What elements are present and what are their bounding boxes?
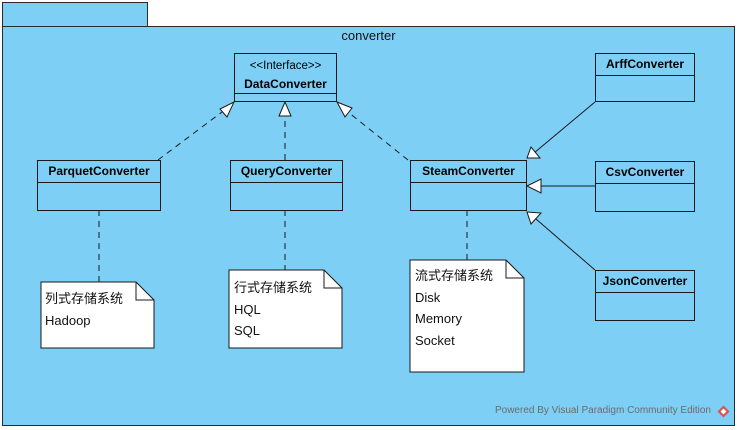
note-line: 流式存储系统 xyxy=(415,268,494,283)
realization-arrowhead-steam xyxy=(335,101,353,118)
class-name: JsonConverter xyxy=(596,271,694,293)
note-stream xyxy=(409,259,525,373)
generalization-arrowhead-json xyxy=(526,211,543,225)
interface-stereotype: <<Interface>> xyxy=(249,60,322,72)
class-name: ParquetConverter xyxy=(38,161,160,183)
note-line: 列式存储系统 xyxy=(45,291,124,306)
note-stream-fold xyxy=(505,260,524,279)
class-name: CsvConverter xyxy=(596,162,694,184)
class-csvconverter[interactable]: CsvConverter xyxy=(595,161,695,212)
realization-arrowhead-parquet xyxy=(219,100,236,118)
class-steamconverter[interactable]: SteamConverter xyxy=(410,160,527,211)
class-name: ArffConverter xyxy=(596,54,694,76)
note-row-fold xyxy=(323,270,342,289)
note-row-text: 行式存储系统 HQL SQL xyxy=(234,277,312,342)
generalization-arrowhead-csv xyxy=(525,178,542,194)
class-parquetconverter[interactable]: ParquetConverter xyxy=(37,160,161,211)
note-line: Memory xyxy=(415,311,462,326)
interface-dataconverter[interactable]: <<Interface>> DataConverter xyxy=(234,53,337,102)
class-queryconverter[interactable]: QueryConverter xyxy=(230,160,343,211)
realization-parquet xyxy=(157,111,223,161)
generalization-json xyxy=(535,218,596,271)
note-line: 行式存储系统 xyxy=(234,280,313,295)
visual-paradigm-logo-icon xyxy=(717,405,730,418)
note-columnar-text: 列式存储系统 Hadoop xyxy=(45,288,123,331)
generalization-arff xyxy=(533,101,596,154)
note-line: Hadoop xyxy=(45,312,91,328)
powered-by-text: Powered By Visual Paradigm Community Edi… xyxy=(494,405,711,416)
note-row xyxy=(228,269,343,349)
note-line: SQL xyxy=(234,323,261,338)
generalization-arrowhead-arff xyxy=(526,146,542,159)
class-name: QueryConverter xyxy=(231,161,342,183)
note-line: Disk xyxy=(415,289,441,305)
note-line: Socket xyxy=(415,332,455,348)
realization-arrowhead-query xyxy=(278,100,292,117)
realization-steam xyxy=(347,111,409,161)
class-arffconverter[interactable]: ArffConverter xyxy=(595,53,695,102)
note-columnar xyxy=(40,281,155,349)
note-line: HQL xyxy=(234,301,261,317)
package-name: converter xyxy=(341,28,396,43)
interface-header: <<Interface>> DataConverter xyxy=(235,54,336,94)
note-columnar-fold xyxy=(135,282,154,301)
class-name: SteamConverter xyxy=(411,161,526,183)
interface-name: DataConverter xyxy=(244,77,327,91)
class-jsonconverter[interactable]: JsonConverter xyxy=(595,270,695,321)
note-stream-text: 流式存储系统 Disk Memory Socket xyxy=(415,265,493,351)
